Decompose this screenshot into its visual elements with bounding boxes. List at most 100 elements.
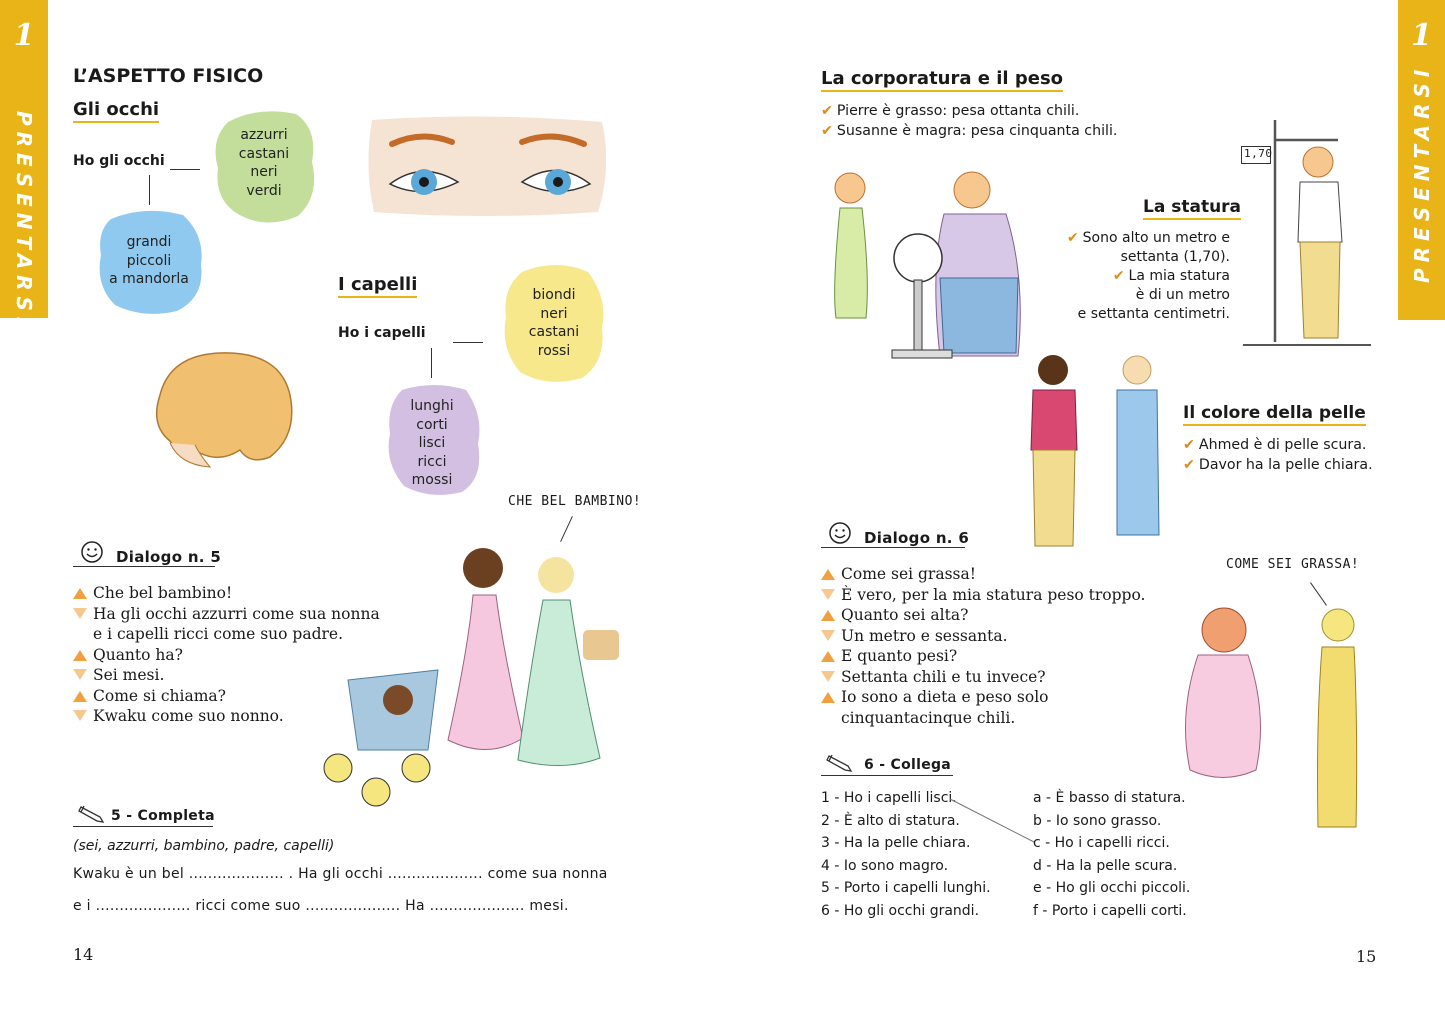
match-item: 2 - È alto di statura.: [821, 812, 960, 829]
checkmark-icon: ✔: [1112, 268, 1125, 284]
dialogue-line: E quanto pesi?: [821, 646, 1161, 667]
skin-lines: ✔Ahmed è di pelle scura. ✔Davor ha la pe…: [1183, 435, 1373, 475]
speaker-a-triangle-icon: [821, 651, 835, 662]
height-lines: ✔Sono alto un metro e settanta (1,70). ✔…: [1050, 229, 1230, 324]
build-heading: La corporatura e il peso: [821, 68, 1064, 92]
speaker-b-triangle-icon: [821, 588, 835, 600]
match-item: a - È basso di statura.: [1033, 790, 1186, 806]
dialogue-line: e i capelli ricci come suo padre.: [93, 625, 344, 643]
height-line: è di un metro: [1135, 287, 1230, 303]
dialogue-line: Come sei grassa!: [821, 564, 1161, 585]
skin-heading: Il colore della pelle: [1183, 403, 1366, 426]
exercise-title: 6 - Collega: [864, 757, 952, 773]
height-line: settanta (1,70).: [1120, 249, 1230, 265]
match-item: 1 - Ho i capelli lisci.: [821, 790, 957, 806]
match-item: f - Porto i capelli corti.: [1033, 902, 1187, 919]
skin-line: ✔Davor ha la pelle chiara.: [1183, 457, 1373, 473]
blank-line: [170, 169, 200, 170]
skin-line: ✔Ahmed è di pelle scura.: [1183, 437, 1367, 453]
match-item: b - Io sono grasso.: [1033, 812, 1162, 829]
chapter-number: 1: [13, 18, 35, 53]
right-chapter-tab: 1 PRESENTARSI: [1398, 0, 1445, 320]
option-text: castani: [238, 145, 290, 162]
option-text: lisci: [418, 435, 446, 451]
pencil-icon: [78, 805, 105, 823]
curly-hair-illustration: [155, 352, 293, 468]
build-line: ✔Pierre è grasso: pesa ottanta chili.: [821, 103, 1080, 119]
speech-bubble-text: COME SEI GRASSA!: [1226, 557, 1360, 572]
speaker-a-triangle-icon: [73, 690, 87, 702]
build-line: ✔Susanne è magra: pesa cinquanta chili.: [821, 123, 1118, 139]
checkmark-icon: ✔: [1183, 457, 1195, 473]
dialogue-line: cinquantacinque chili.: [841, 708, 1016, 727]
option-text: neri: [250, 164, 278, 180]
height-sign: [1241, 146, 1271, 164]
mothers-with-stroller-illustration: [323, 548, 619, 807]
build-lines: ✔Pierre è grasso: pesa ottanta chili. ✔S…: [821, 101, 1117, 141]
option-text: grandi: [126, 234, 172, 250]
eyes-illustration: [368, 116, 607, 216]
eye-shapes-list: grandi piccoli a mandorla: [100, 233, 198, 289]
match-column-left: 1 - Ho i capelli lisci. 2 - È alto di st…: [821, 787, 991, 923]
match-item: 3 - Ha la pelle chiara.: [821, 835, 971, 852]
height-heading: La statura: [1143, 197, 1242, 220]
checkmark-icon: ✔: [821, 103, 833, 119]
blank-line: [453, 342, 483, 343]
green-watercolor-blob: [215, 111, 315, 223]
dialogue-line: Sei mesi.: [73, 665, 393, 686]
chapter-title-vertical: PRESENTARSI: [1410, 63, 1434, 283]
exercise-line-2: e i .................... ricci come suo …: [73, 898, 569, 914]
exercise-underline: [73, 826, 213, 827]
eyes-heading: Gli occhi: [73, 99, 160, 123]
blue-watercolor-blob: [99, 210, 202, 314]
option-text: castani: [528, 324, 580, 340]
speech-bubble-text: CHE BEL BAMBINO!: [508, 494, 642, 509]
option-text: azzurri: [240, 127, 288, 143]
option-text: a mandorla: [109, 271, 189, 287]
dialogue-underline: [73, 566, 215, 567]
page-number-right: 15: [1356, 947, 1377, 966]
connector-line: [431, 348, 432, 378]
eyes-label: Ho gli occhi: [73, 153, 165, 169]
height-measure-illustration: [1243, 120, 1371, 346]
speech-pointer: [560, 516, 573, 542]
checkmark-icon: ✔: [1066, 230, 1079, 246]
match-item: e - Ho gli occhi piccoli.: [1033, 880, 1191, 897]
option-text: mossi: [411, 472, 453, 488]
checkmark-icon: ✔: [1183, 437, 1195, 453]
dialogue-line: Kwaku come suo nonno.: [73, 706, 393, 727]
dialogue-line: Quanto ha?: [73, 645, 393, 666]
height-sign-text: 1,70: [1244, 147, 1273, 160]
yellow-watercolor-blob: [504, 265, 604, 382]
match-item: d - Ha la pelle scura.: [1033, 857, 1178, 874]
eye-colors-list: azzurri castani neri verdi: [222, 126, 306, 200]
height-line: ✔Sono alto un metro e: [1066, 230, 1230, 246]
dialogue-line: È vero, per la mia statura peso troppo.: [821, 585, 1161, 606]
match-column-right: a - È basso di statura. b - Io sono gras…: [1033, 787, 1190, 923]
smiley-icon: [81, 541, 103, 563]
smiley-icon: [829, 522, 851, 544]
dialogue-underline: [821, 547, 965, 548]
page-number-left: 14: [73, 945, 94, 964]
exercise-hint: (sei, azzurri, bambino, padre, capelli): [73, 838, 335, 854]
dialogue-6: Come sei grassa! È vero, per la mia stat…: [821, 564, 1161, 728]
speaker-b-triangle-icon: [73, 607, 87, 619]
match-item: c - Ho i capelli ricci.: [1033, 835, 1170, 852]
option-text: piccoli: [126, 252, 172, 269]
two-men-illustration: [1030, 355, 1160, 547]
dialogue-line: Un metro e sessanta.: [821, 626, 1161, 647]
dialogue-title: Dialogo n. 5: [116, 548, 222, 566]
pencil-icon: [826, 754, 853, 772]
connector-line: [149, 175, 150, 205]
hair-colors-list: biondi neri castani rossi: [510, 286, 598, 360]
dialogue-5: Che bel bambino! Ha gli occhi azzurri co…: [73, 583, 393, 727]
dialogue-title: Dialogo n. 6: [864, 529, 970, 547]
dialogue-line: Quanto sei alta?: [821, 605, 1161, 626]
option-text: lunghi: [410, 398, 454, 414]
height-line: ✔La mia statura: [1112, 268, 1230, 284]
two-women-illustration: [1185, 607, 1358, 828]
hair-heading: I capelli: [338, 274, 418, 298]
speaker-b-triangle-icon: [821, 629, 835, 641]
option-text: ricci: [417, 453, 447, 470]
match-item: 5 - Porto i capelli lunghi.: [821, 880, 991, 897]
